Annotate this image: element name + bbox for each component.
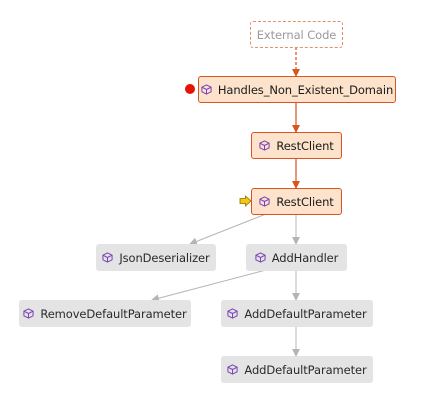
restclient-current-node[interactable]: RestClient — [251, 188, 342, 215]
method-cube-icon — [23, 308, 34, 319]
method-cube-icon — [227, 308, 238, 319]
method-cube-icon — [259, 140, 270, 151]
jsondeserializer-node[interactable]: JsonDeserializer — [96, 244, 216, 271]
current-frame-arrow-icon — [239, 195, 252, 207]
edge-addhandler-to-removedefaultparameter — [151, 269, 267, 303]
restclient-label: RestClient — [276, 138, 334, 153]
handles-non-existent-domain-node[interactable]: Handles_Non_Existent_Domain — [198, 76, 396, 103]
edge-restclient-to-jsondeserializer — [189, 213, 267, 246]
adddefaultparameter-node[interactable]: AddDefaultParameter — [221, 300, 373, 327]
method-cube-icon — [102, 252, 113, 263]
method-cube-icon — [227, 364, 238, 375]
jsondeserializer-label: JsonDeserializer — [119, 250, 210, 265]
restclient-current-label: RestClient — [276, 194, 334, 209]
breakpoint-icon[interactable] — [185, 84, 195, 94]
external-code-label: External Code — [256, 27, 337, 42]
adddefaultparameter-nested-node[interactable]: AddDefaultParameter — [221, 356, 373, 383]
adddefaultparameter-nested-label: AddDefaultParameter — [244, 362, 367, 377]
adddefaultparameter-label: AddDefaultParameter — [244, 306, 367, 321]
handles-non-existent-domain-label: Handles_Non_Existent_Domain — [217, 82, 394, 97]
method-cube-icon — [201, 84, 212, 95]
external-code-node[interactable]: External Code — [250, 21, 343, 48]
removedefaultparameter-node[interactable]: RemoveDefaultParameter — [19, 300, 191, 327]
method-cube-icon — [255, 252, 266, 263]
addhandler-label: AddHandler — [271, 250, 339, 265]
method-cube-icon — [259, 196, 270, 207]
removedefaultparameter-label: RemoveDefaultParameter — [40, 306, 187, 321]
addhandler-node[interactable]: AddHandler — [246, 244, 347, 271]
restclient-node[interactable]: RestClient — [251, 132, 342, 159]
